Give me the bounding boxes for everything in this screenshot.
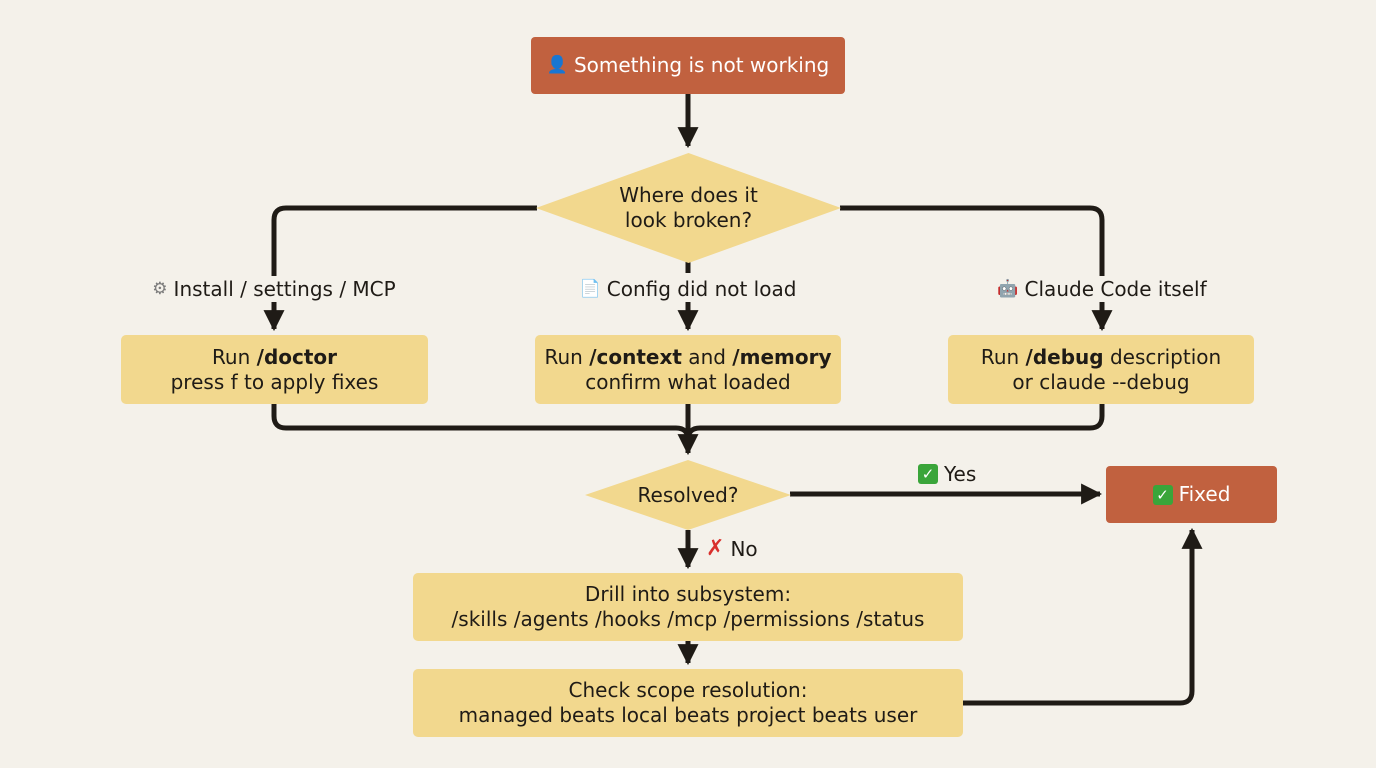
- scope-line2: managed beats local beats project beats …: [458, 703, 918, 727]
- action-context-memory: Run /context and /memory confirm what lo…: [535, 335, 841, 404]
- fixed-label: Fixed: [1178, 482, 1231, 506]
- line-decision-left: [271, 205, 537, 276]
- merge-right: [685, 404, 1105, 441]
- action-doctor: Run /doctor press f to apply fixes: [121, 335, 428, 404]
- action-doctor-line2: press f to apply fixes: [170, 369, 379, 394]
- start-node: 👤 Something is not working: [531, 37, 845, 94]
- cross-icon: ✗: [706, 536, 725, 561]
- no-label: ✗ No: [706, 536, 758, 562]
- decision-where-broken: Where does it look broken?: [536, 153, 841, 263]
- branch-label-claude: 🤖 Claude Code itself: [997, 277, 1207, 301]
- drill-subsystem-box: Drill into subsystem: /skills /agents /h…: [413, 573, 963, 641]
- gear-icon: ⚙: [152, 279, 168, 299]
- start-label: Something is not working: [573, 53, 830, 77]
- action-context-line1: Run /context and /memory: [544, 344, 832, 369]
- action-debug: Run /debug description or claude --debug: [948, 335, 1254, 404]
- scope-resolution-box: Check scope resolution: managed beats lo…: [413, 669, 963, 737]
- check-icon: ✓: [918, 464, 938, 484]
- action-debug-line1: Run /debug description: [980, 344, 1222, 369]
- yes-label: ✓ Yes: [918, 462, 976, 486]
- drill-line1: Drill into subsystem:: [584, 582, 792, 606]
- fixed-node: ✓ Fixed: [1106, 466, 1277, 523]
- person-icon: 👤: [546, 55, 568, 75]
- decision-where-line1: Where does it: [619, 183, 758, 207]
- action-context-line2: confirm what loaded: [585, 369, 791, 394]
- decision-resolved-label: Resolved?: [637, 482, 739, 507]
- line-decision-right: [840, 205, 1105, 276]
- decision-resolved: Resolved?: [585, 460, 791, 530]
- drill-line2: /skills /agents /hooks /mcp /permissions…: [451, 607, 925, 631]
- action-doctor-line1: Run /doctor: [211, 344, 338, 369]
- merge-left: [271, 404, 691, 441]
- check-icon: ✓: [1152, 484, 1173, 505]
- branch-label-config: 📄 Config did not load: [579, 277, 797, 301]
- action-debug-line2: or claude --debug: [1012, 369, 1190, 394]
- decision-where-line2: look broken?: [624, 208, 753, 232]
- scope-line1: Check scope resolution:: [568, 678, 808, 702]
- robot-icon: 🤖: [997, 279, 1019, 299]
- branch-label-install: ⚙ Install / settings / MCP: [152, 277, 396, 301]
- document-icon: 📄: [579, 279, 601, 299]
- arrow-scope-to-fixed: [963, 527, 1203, 706]
